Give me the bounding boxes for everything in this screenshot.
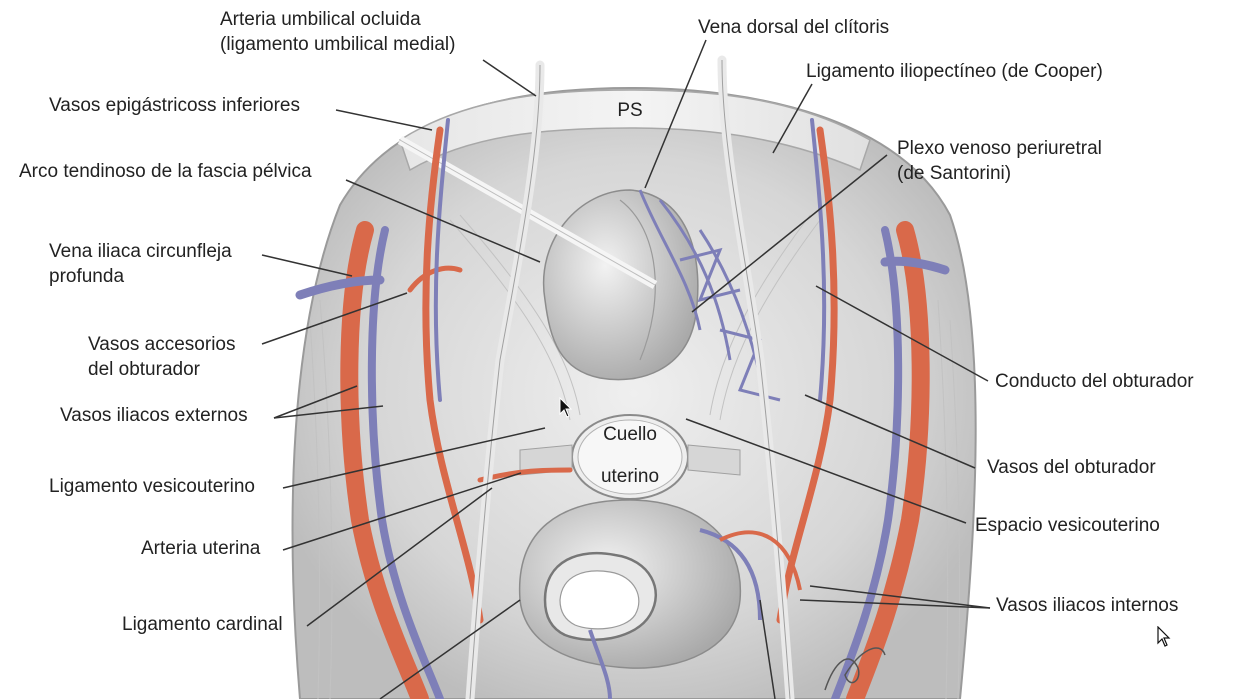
label-vasos-obturador: Vasos del obturador bbox=[987, 457, 1156, 478]
label-arteria-umbilical-line-2: (ligamento umbilical medial) bbox=[220, 34, 456, 55]
mouse-pointer-icon bbox=[1157, 626, 1171, 647]
iliac-veins bbox=[295, 118, 950, 699]
label-arco-tendinoso: Arco tendinoso de la fascia pélvica bbox=[19, 161, 312, 182]
cuello-uterino-label: Cuello uterino bbox=[580, 424, 680, 488]
ps-label: PS bbox=[617, 100, 643, 121]
label-vena-iliaca-line-1: Vena iliaca circunfleja bbox=[49, 241, 232, 262]
label-arteria-uterina: Arteria uterina bbox=[141, 538, 261, 559]
cuello-uterino-line-1: Cuello bbox=[603, 424, 657, 445]
leader-lines bbox=[261, 39, 991, 699]
pubic-band bbox=[399, 89, 871, 172]
label-vasos-iliacos-internos: Vasos iliacos internos bbox=[996, 595, 1179, 616]
label-plexo-venoso: Plexo venoso periuretral (de Santorini) bbox=[897, 136, 1102, 186]
label-plexo-venoso-line-1: Plexo venoso periuretral bbox=[897, 138, 1102, 159]
label-vena-iliaca-line-2: profunda bbox=[49, 266, 125, 287]
artist-signature bbox=[824, 647, 886, 691]
label-ligamento-vesicouterino: Ligamento vesicouterino bbox=[49, 476, 255, 497]
label-ligamento-cardinal: Ligamento cardinal bbox=[122, 614, 283, 635]
label-vasos-accesorios-line-2: del obturador bbox=[88, 359, 200, 380]
mouse-pointer-icon bbox=[559, 397, 573, 418]
label-conducto-obturador: Conducto del obturador bbox=[995, 371, 1194, 392]
bladder bbox=[542, 189, 699, 381]
label-vasos-accesorios-line-1: Vasos accesorios bbox=[88, 334, 236, 355]
label-vena-dorsal: Vena dorsal del clítoris bbox=[698, 17, 890, 38]
label-plexo-venoso-line-2: (de Santorini) bbox=[897, 163, 1012, 184]
side-wall-striations bbox=[309, 214, 961, 699]
label-arteria-umbilical: Arteria umbilical ocluida (ligamento umb… bbox=[220, 7, 455, 57]
cuello-uterino-line-2: uterino bbox=[600, 466, 660, 487]
label-espacio-vesicouterino: Espacio vesicouterino bbox=[975, 515, 1160, 536]
label-vasos-epigastricos: Vasos epigástricoss inferiores bbox=[49, 95, 300, 116]
label-ligamento-cooper: Ligamento iliopectíneo (de Cooper) bbox=[806, 61, 1103, 82]
label-vasos-accesorios: Vasos accesorios del obturador bbox=[88, 332, 236, 382]
label-arteria-umbilical-line-1: Arteria umbilical ocluida bbox=[220, 9, 421, 30]
label-vasos-iliacos-externos: Vasos iliacos externos bbox=[60, 405, 248, 426]
label-vena-iliaca-circunfleja: Vena iliaca circunfleja profunda bbox=[49, 239, 232, 289]
